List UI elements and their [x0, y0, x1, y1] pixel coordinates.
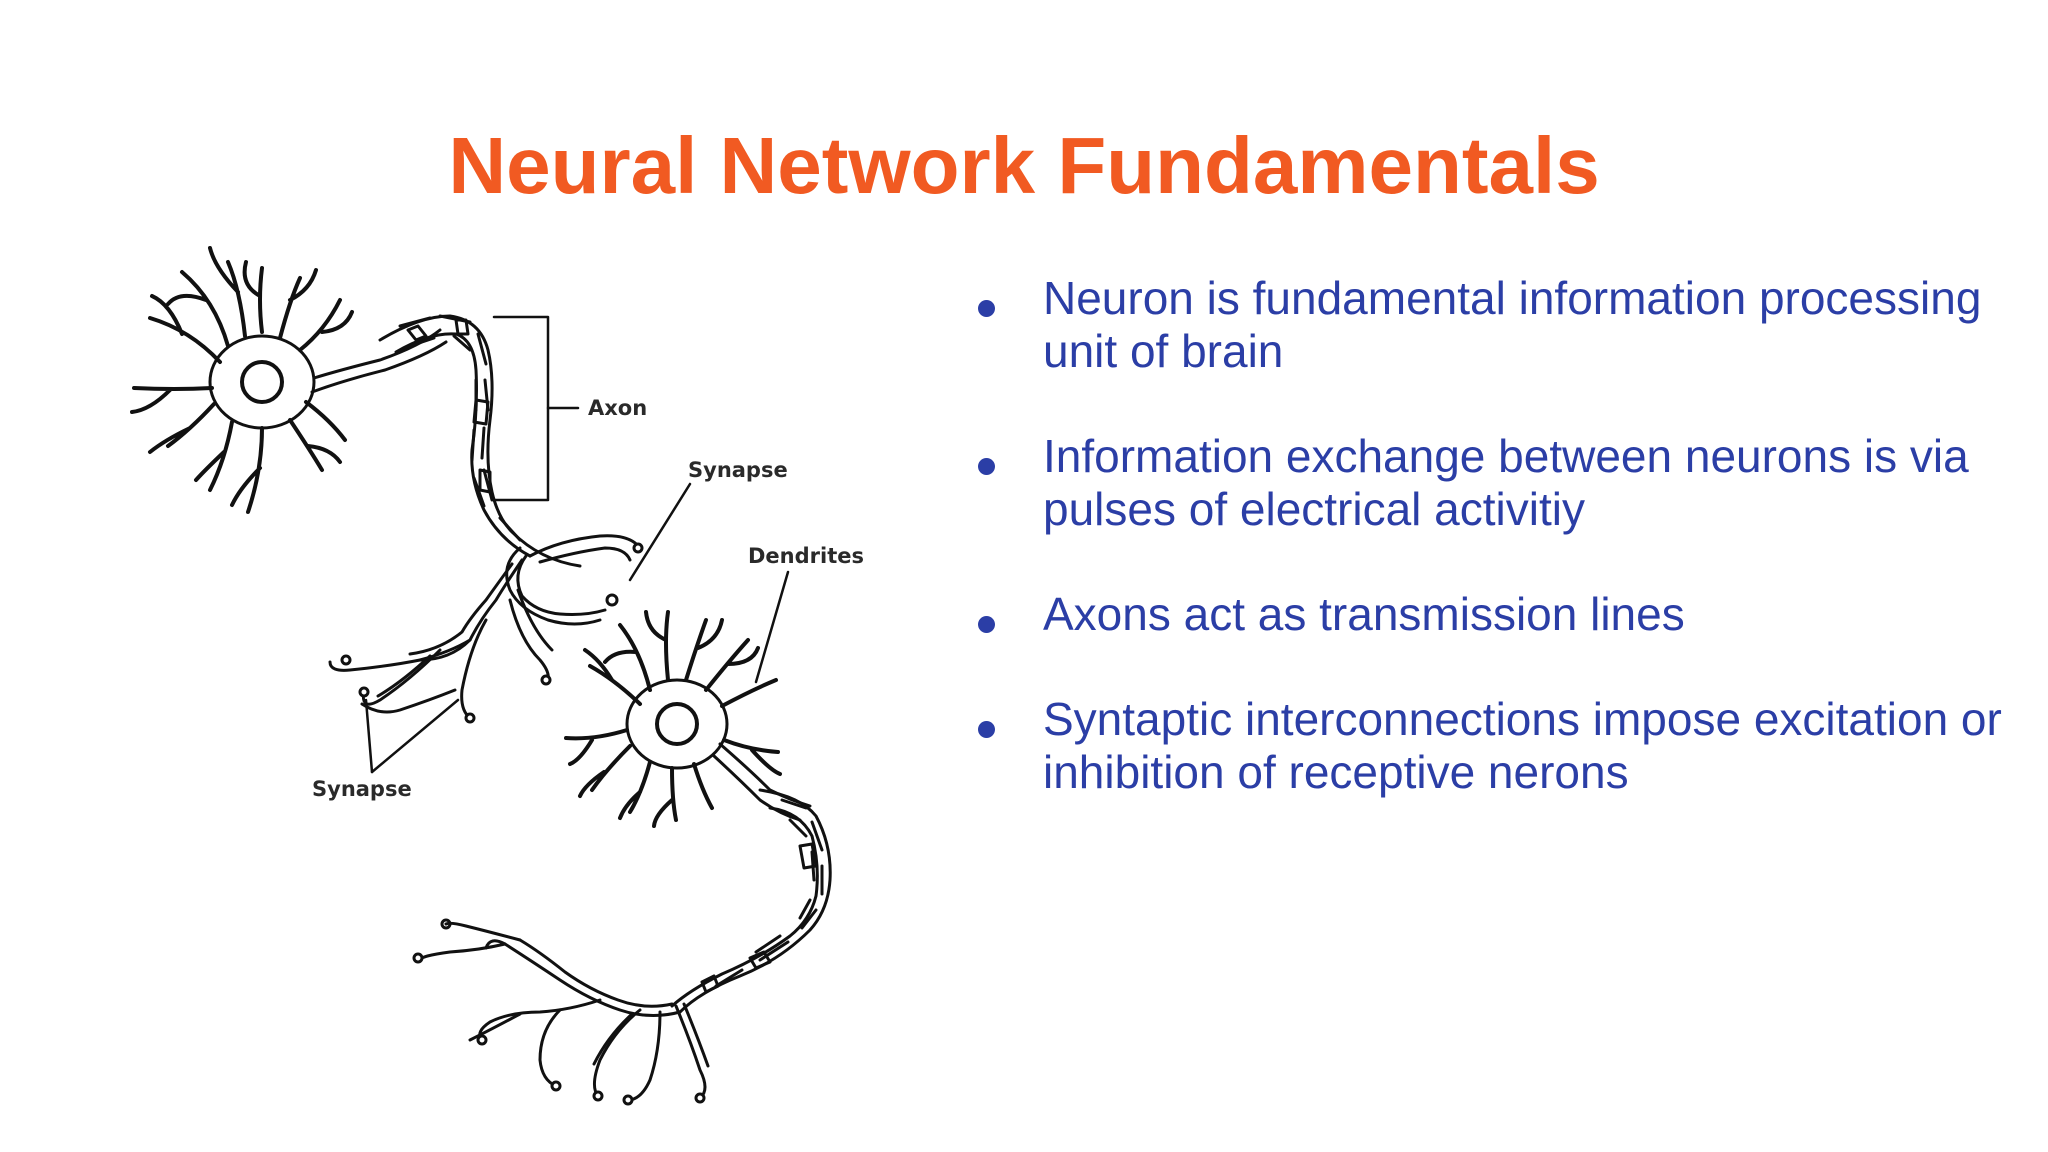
bullet-item: Axons act as transmission lines: [975, 588, 2015, 641]
annotation-lines: [364, 315, 790, 774]
bullet-text: Information exchange between neurons is …: [1043, 430, 1969, 535]
neuron-1: [130, 246, 644, 724]
bullet-dot: [978, 458, 995, 475]
bullet-dot: [978, 300, 995, 317]
axon-label: Axon: [588, 396, 647, 420]
bullet-text: Neuron is fundamental information proces…: [1043, 272, 1982, 377]
bullet-text: Axons act as transmission lines: [1043, 588, 1685, 640]
bullet-dot: [978, 616, 995, 633]
bullet-item: Neuron is fundamental information proces…: [975, 272, 2015, 378]
synapse-label-bottom: Synapse: [312, 777, 412, 801]
bullet-list: Neuron is fundamental information proces…: [975, 272, 2015, 851]
bullet-text: Syntaptic interconnections impose excita…: [1043, 693, 2002, 798]
neuron-2: [412, 610, 832, 1106]
bullet-dot: [978, 721, 995, 738]
synapse-label-top: Synapse: [688, 458, 788, 482]
bullet-item: Syntaptic interconnections impose excita…: [975, 693, 2015, 799]
slide-title: Neural Network Fundamentals: [448, 121, 1600, 210]
dendrites-label: Dendrites: [748, 544, 864, 568]
bullet-item: Information exchange between neurons is …: [975, 430, 2015, 536]
